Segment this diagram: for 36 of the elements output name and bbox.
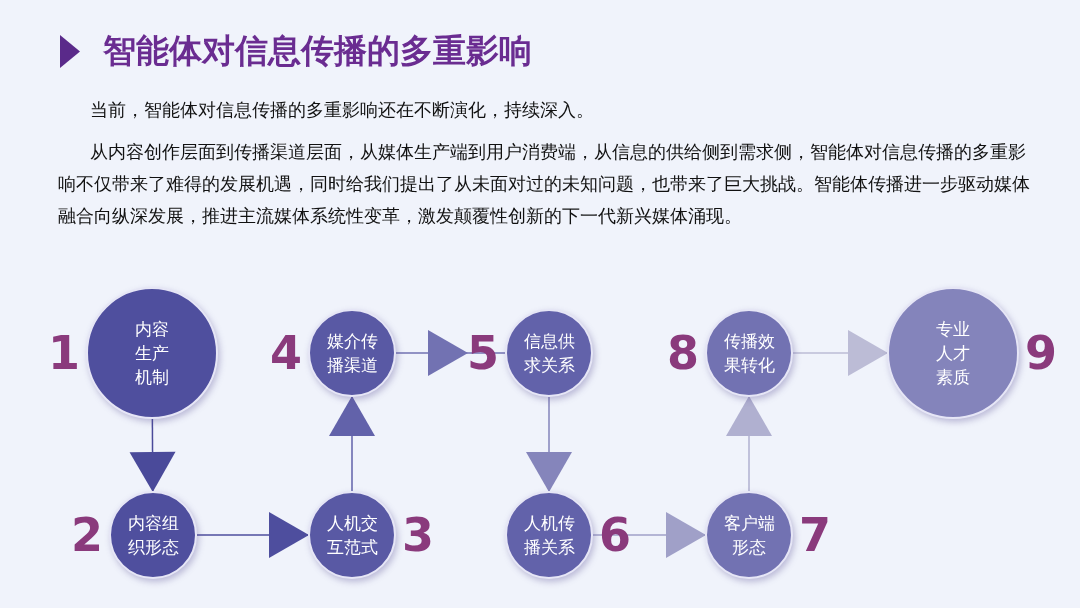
step-label: 内容组织形态 [126, 512, 180, 559]
step-label: 人机传播关系 [522, 512, 576, 559]
step-number: 5 [467, 328, 499, 378]
step-number: 7 [799, 510, 831, 560]
step-number: 8 [667, 328, 699, 378]
step-circle [705, 491, 793, 579]
paragraph: 当前，智能体对信息传播的多重影响还在不断演化，持续深入。 [89, 98, 595, 122]
step-circle [505, 309, 593, 397]
step-label: 传播效果转化 [722, 330, 776, 377]
step-label: 信息供求关系 [522, 330, 576, 377]
chevron-arrow [792, 330, 888, 376]
chevron-arrow [395, 330, 506, 376]
step-label: 专业人才素质 [935, 318, 971, 389]
chevron-arrow [129, 418, 176, 492]
step-number: 3 [402, 510, 434, 560]
chevron-arrow [726, 396, 772, 492]
step-number: 6 [599, 510, 631, 560]
step-number: 1 [48, 328, 80, 378]
step-number: 9 [1025, 328, 1057, 378]
paragraph: 从内容创作层面到传播渠道层面，从媒体生产端到用户消费端，从信息的供给侧到需求侧，智能体对信息传播的多重影响不仅带来了难得的发展机遇，同时给我们提出了从未面对过的未知问题，也带来了巨大挑战。智能体传播进一步驱动媒体融合向纵深发展，推进主流媒体系统性变革，激发颠覆性创新的下一代新兴媒体涌现。 [58, 140, 1030, 228]
step-label: 客户端形态 [722, 512, 776, 559]
step-label: 内容生产机制 [134, 318, 170, 389]
chevron-arrow [196, 512, 309, 558]
step-circle [308, 491, 396, 579]
step-circle [109, 491, 197, 579]
step-number: 4 [270, 328, 302, 378]
step-circle [308, 309, 396, 397]
step-number: 2 [71, 510, 103, 560]
step-label: 媒介传播渠道 [325, 330, 379, 377]
step-label: 人机交互范式 [325, 512, 379, 559]
chevron-arrow [526, 396, 572, 492]
step-circle [505, 491, 593, 579]
step-circle [705, 309, 793, 397]
chevron-arrow [329, 396, 375, 492]
title: 智能体对信息传播的多重影响 [103, 30, 532, 72]
chevron-arrow [592, 512, 706, 558]
